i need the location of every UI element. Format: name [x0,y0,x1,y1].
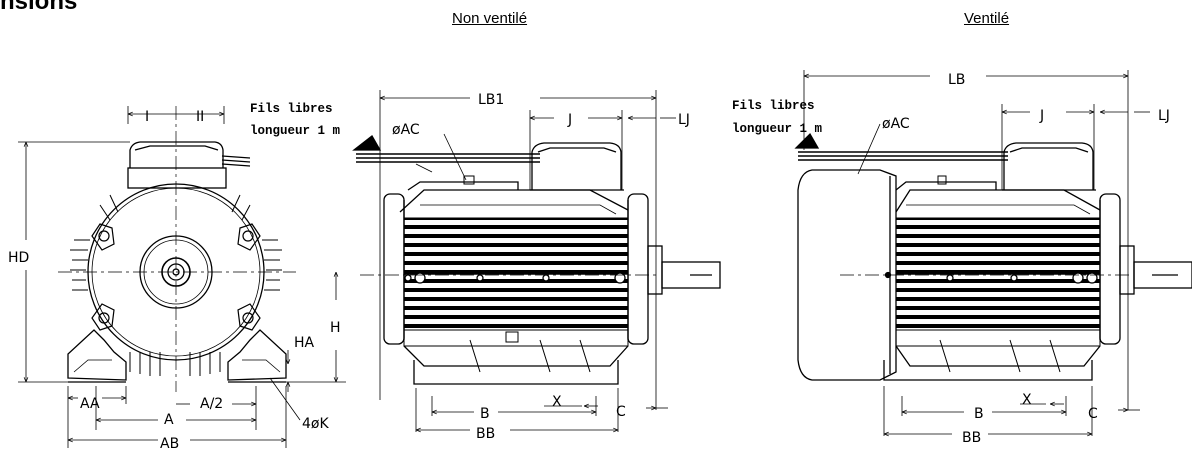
dim-AC-right: øAC [882,116,910,132]
dim-J-right: J [1039,108,1044,124]
dim-AA: AA [80,396,100,412]
side-view-ventile [794,132,1192,381]
dim-A2: A/2 [200,396,223,412]
wires-note-line2-right: longueur 1 m [732,122,823,136]
page-title: nsions [0,0,78,15]
dim-A: A [164,412,174,428]
dim-B-left: B [480,406,490,422]
dim-I: I [145,109,149,125]
header-non-ventile: Non ventilé [452,10,528,27]
dim-LB1: LB1 [478,92,504,108]
dim-HA: HA [294,335,315,351]
wires-note-line2-left: longueur 1 m [250,124,341,138]
dim-X-left: X [552,394,562,410]
dim-II: II [196,109,204,125]
dim-C-left: C [616,404,626,420]
front-view [58,106,296,392]
front-view-dimensions [18,106,346,448]
dim-AC-left: øAC [392,122,420,138]
dim-BB-left: BB [476,426,495,442]
dim-HD: HD [8,250,29,266]
wires-note-line1-left: Fils libres [250,102,333,116]
dim-X-right: X [1022,392,1032,408]
header-ventile: Ventilé [964,10,1010,27]
dim-LJ-left: LJ [678,112,690,128]
dim-B-right: B [974,406,984,422]
wires-note-line1-right: Fils libres [732,99,815,113]
dim-LJ-right: LJ [1158,108,1170,124]
dim-C-right: C [1088,406,1098,422]
dim-H: H [330,320,341,336]
dim-BB-right: BB [962,430,981,446]
dim-AB: AB [160,436,179,450]
dim-J-left: J [567,112,572,128]
side-view-non-ventile [352,135,721,385]
dim-LB: LB [948,72,965,88]
dim-K: 4øK [302,416,329,432]
side-view-ventile-dimensions [803,70,1150,436]
side-view-non-ventile-dimensions [379,90,676,432]
